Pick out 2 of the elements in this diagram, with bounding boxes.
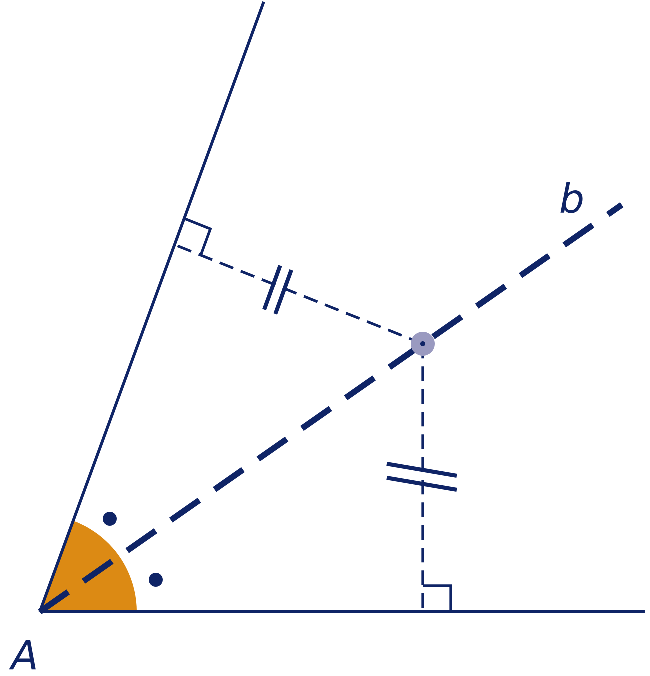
line-label: b (560, 182, 583, 214)
vertex-label: A (9, 640, 36, 670)
